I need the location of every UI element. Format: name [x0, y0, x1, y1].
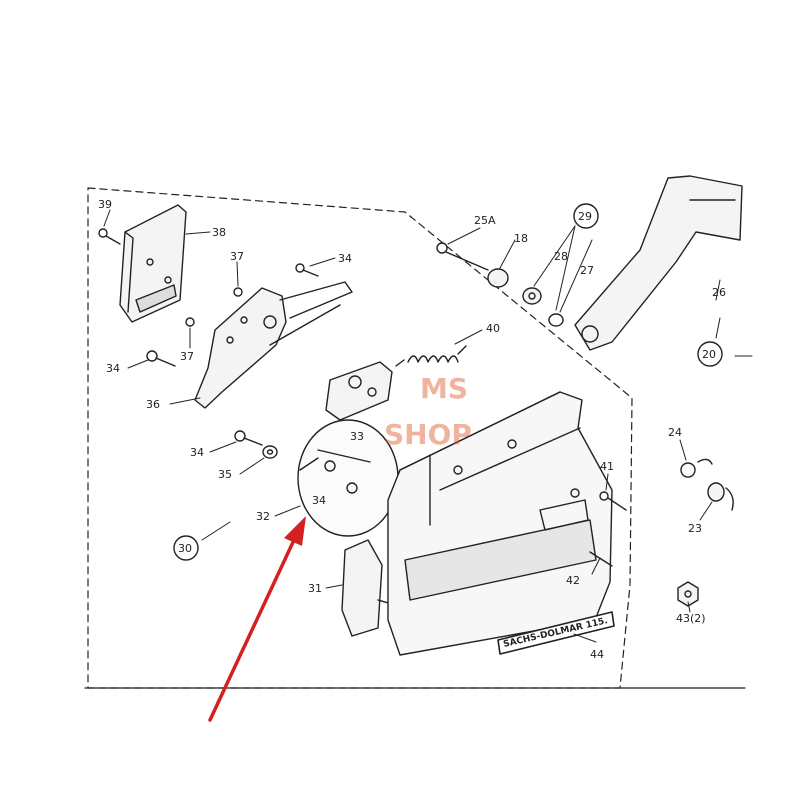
label-28: 28 — [554, 250, 568, 263]
label-32: 32 — [256, 510, 270, 523]
label-34-top: 34 — [338, 252, 352, 265]
label-38: 38 — [212, 226, 226, 239]
red-arrow-indicator — [208, 516, 306, 722]
part-43-nut — [677, 581, 699, 607]
part-labels: 39 38 37 34 37 34 36 34 35 32 34 33 30 3… — [98, 198, 726, 661]
label-33: 33 — [350, 430, 364, 443]
label-39: 39 — [98, 198, 112, 211]
label-41: 41 — [600, 460, 614, 473]
part-38-cover-plate — [119, 204, 187, 323]
nameplate — [497, 611, 615, 655]
label-34-left: 34 — [106, 362, 120, 375]
label-26: 26 — [712, 286, 726, 299]
label-24: 24 — [668, 426, 682, 439]
part-28-bearing — [522, 287, 542, 305]
part-40-spring — [395, 345, 467, 367]
part-18-sleeve — [487, 268, 509, 288]
label-34-mid: 34 — [190, 446, 204, 459]
label-40: 40 — [486, 322, 500, 335]
ms-shop-watermark: MS SHOP — [384, 372, 472, 451]
leader-lines — [103, 209, 753, 643]
part-25a-bolt — [436, 242, 489, 271]
part-33-mechanism — [325, 361, 393, 421]
label-37-top: 37 — [230, 250, 244, 263]
label-23: 23 — [688, 522, 702, 535]
label-27: 27 — [580, 264, 594, 277]
part-34-bolts — [146, 263, 319, 446]
label-37-lower: 37 — [180, 350, 194, 363]
part-23-roller — [707, 482, 734, 511]
label-44: 44 — [590, 648, 604, 661]
label-34-plate: 34 — [312, 494, 326, 507]
part-41-bolt — [599, 491, 627, 511]
label-29: 29 — [578, 210, 592, 223]
part-36-bracket — [194, 281, 353, 409]
label-35: 35 — [218, 468, 232, 481]
part-42-pin — [589, 551, 613, 567]
part-39-bolt — [98, 228, 121, 245]
part-27-washer — [548, 313, 564, 327]
label-31: 31 — [308, 582, 322, 595]
part-26-lever-arm — [574, 175, 743, 351]
watermark-line1: MS — [420, 372, 468, 405]
watermark-line2: SHOP — [384, 418, 472, 451]
label-43: 43(2) — [676, 612, 706, 625]
label-20: 20 — [702, 348, 716, 361]
label-18: 18 — [514, 232, 528, 245]
part-44-main-housing — [387, 391, 613, 656]
label-30: 30 — [178, 542, 192, 555]
label-25a: 25A — [474, 214, 496, 227]
part-32-round-plate — [297, 419, 399, 537]
callout-circles — [173, 203, 723, 561]
label-42: 42 — [566, 574, 580, 587]
part-31-plate — [341, 539, 393, 637]
part-24-spring-clip — [680, 458, 713, 478]
part-37-clips — [185, 287, 243, 327]
part-35-washer — [262, 445, 278, 459]
label-36: 36 — [146, 398, 160, 411]
